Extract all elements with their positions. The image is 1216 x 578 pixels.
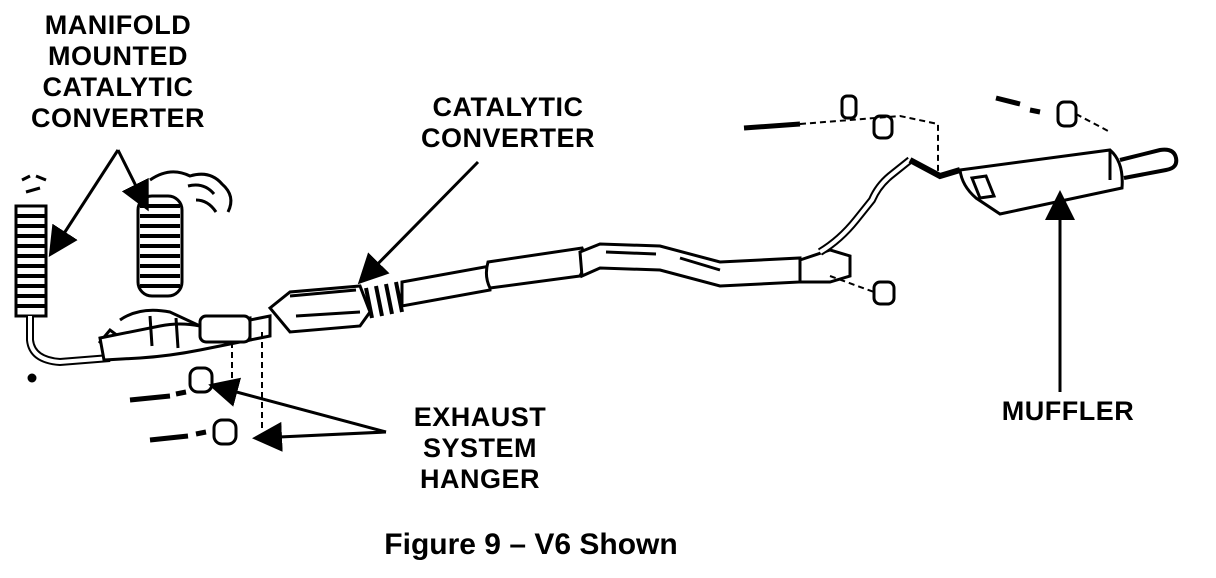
front-y-pipe: [97, 308, 272, 362]
label-line: CONVERTER: [420, 123, 595, 153]
arrow-to-left-manifold: [48, 149, 120, 258]
figure-caption: Figure 9 – V6 Shown: [384, 528, 678, 561]
label-line: CONVERTER: [30, 103, 205, 133]
center-manifold-converter: [136, 170, 233, 298]
label-line: MOUNTED: [48, 41, 188, 71]
label-line: HANGER: [419, 464, 540, 494]
arrow-to-hanger-upper: [208, 377, 387, 434]
label-manifold-mounted-catalytic-converter: MANIFOLD MOUNTED CATALYTIC CONVERTER: [18, 10, 218, 134]
label-line: MANIFOLD: [44, 10, 192, 40]
arrow-to-catalytic-converter: [357, 160, 480, 285]
label-catalytic-converter: CATALYTIC CONVERTER: [408, 92, 608, 154]
left-manifold-converter: [14, 174, 111, 383]
label-line: SYSTEM: [422, 433, 538, 463]
label-exhaust-system-hanger: EXHAUST SYSTEM HANGER: [380, 402, 580, 495]
label-line: EXHAUST: [413, 402, 547, 432]
intermediate-pipe: [400, 156, 913, 308]
label-muffler: MUFFLER: [988, 396, 1148, 427]
arrow-to-hanger-lower: [252, 421, 387, 452]
muffler-body: [908, 147, 1179, 216]
label-line: CATALYTIC: [42, 72, 194, 102]
hanger-hardware: [129, 94, 1078, 446]
label-line: MUFFLER: [1001, 396, 1135, 426]
pointer-arrows: [48, 149, 1075, 452]
arrow-to-center-manifold: [116, 149, 149, 212]
label-line: CATALYTIC: [432, 92, 584, 122]
catalytic-converter-body: [267, 281, 404, 334]
